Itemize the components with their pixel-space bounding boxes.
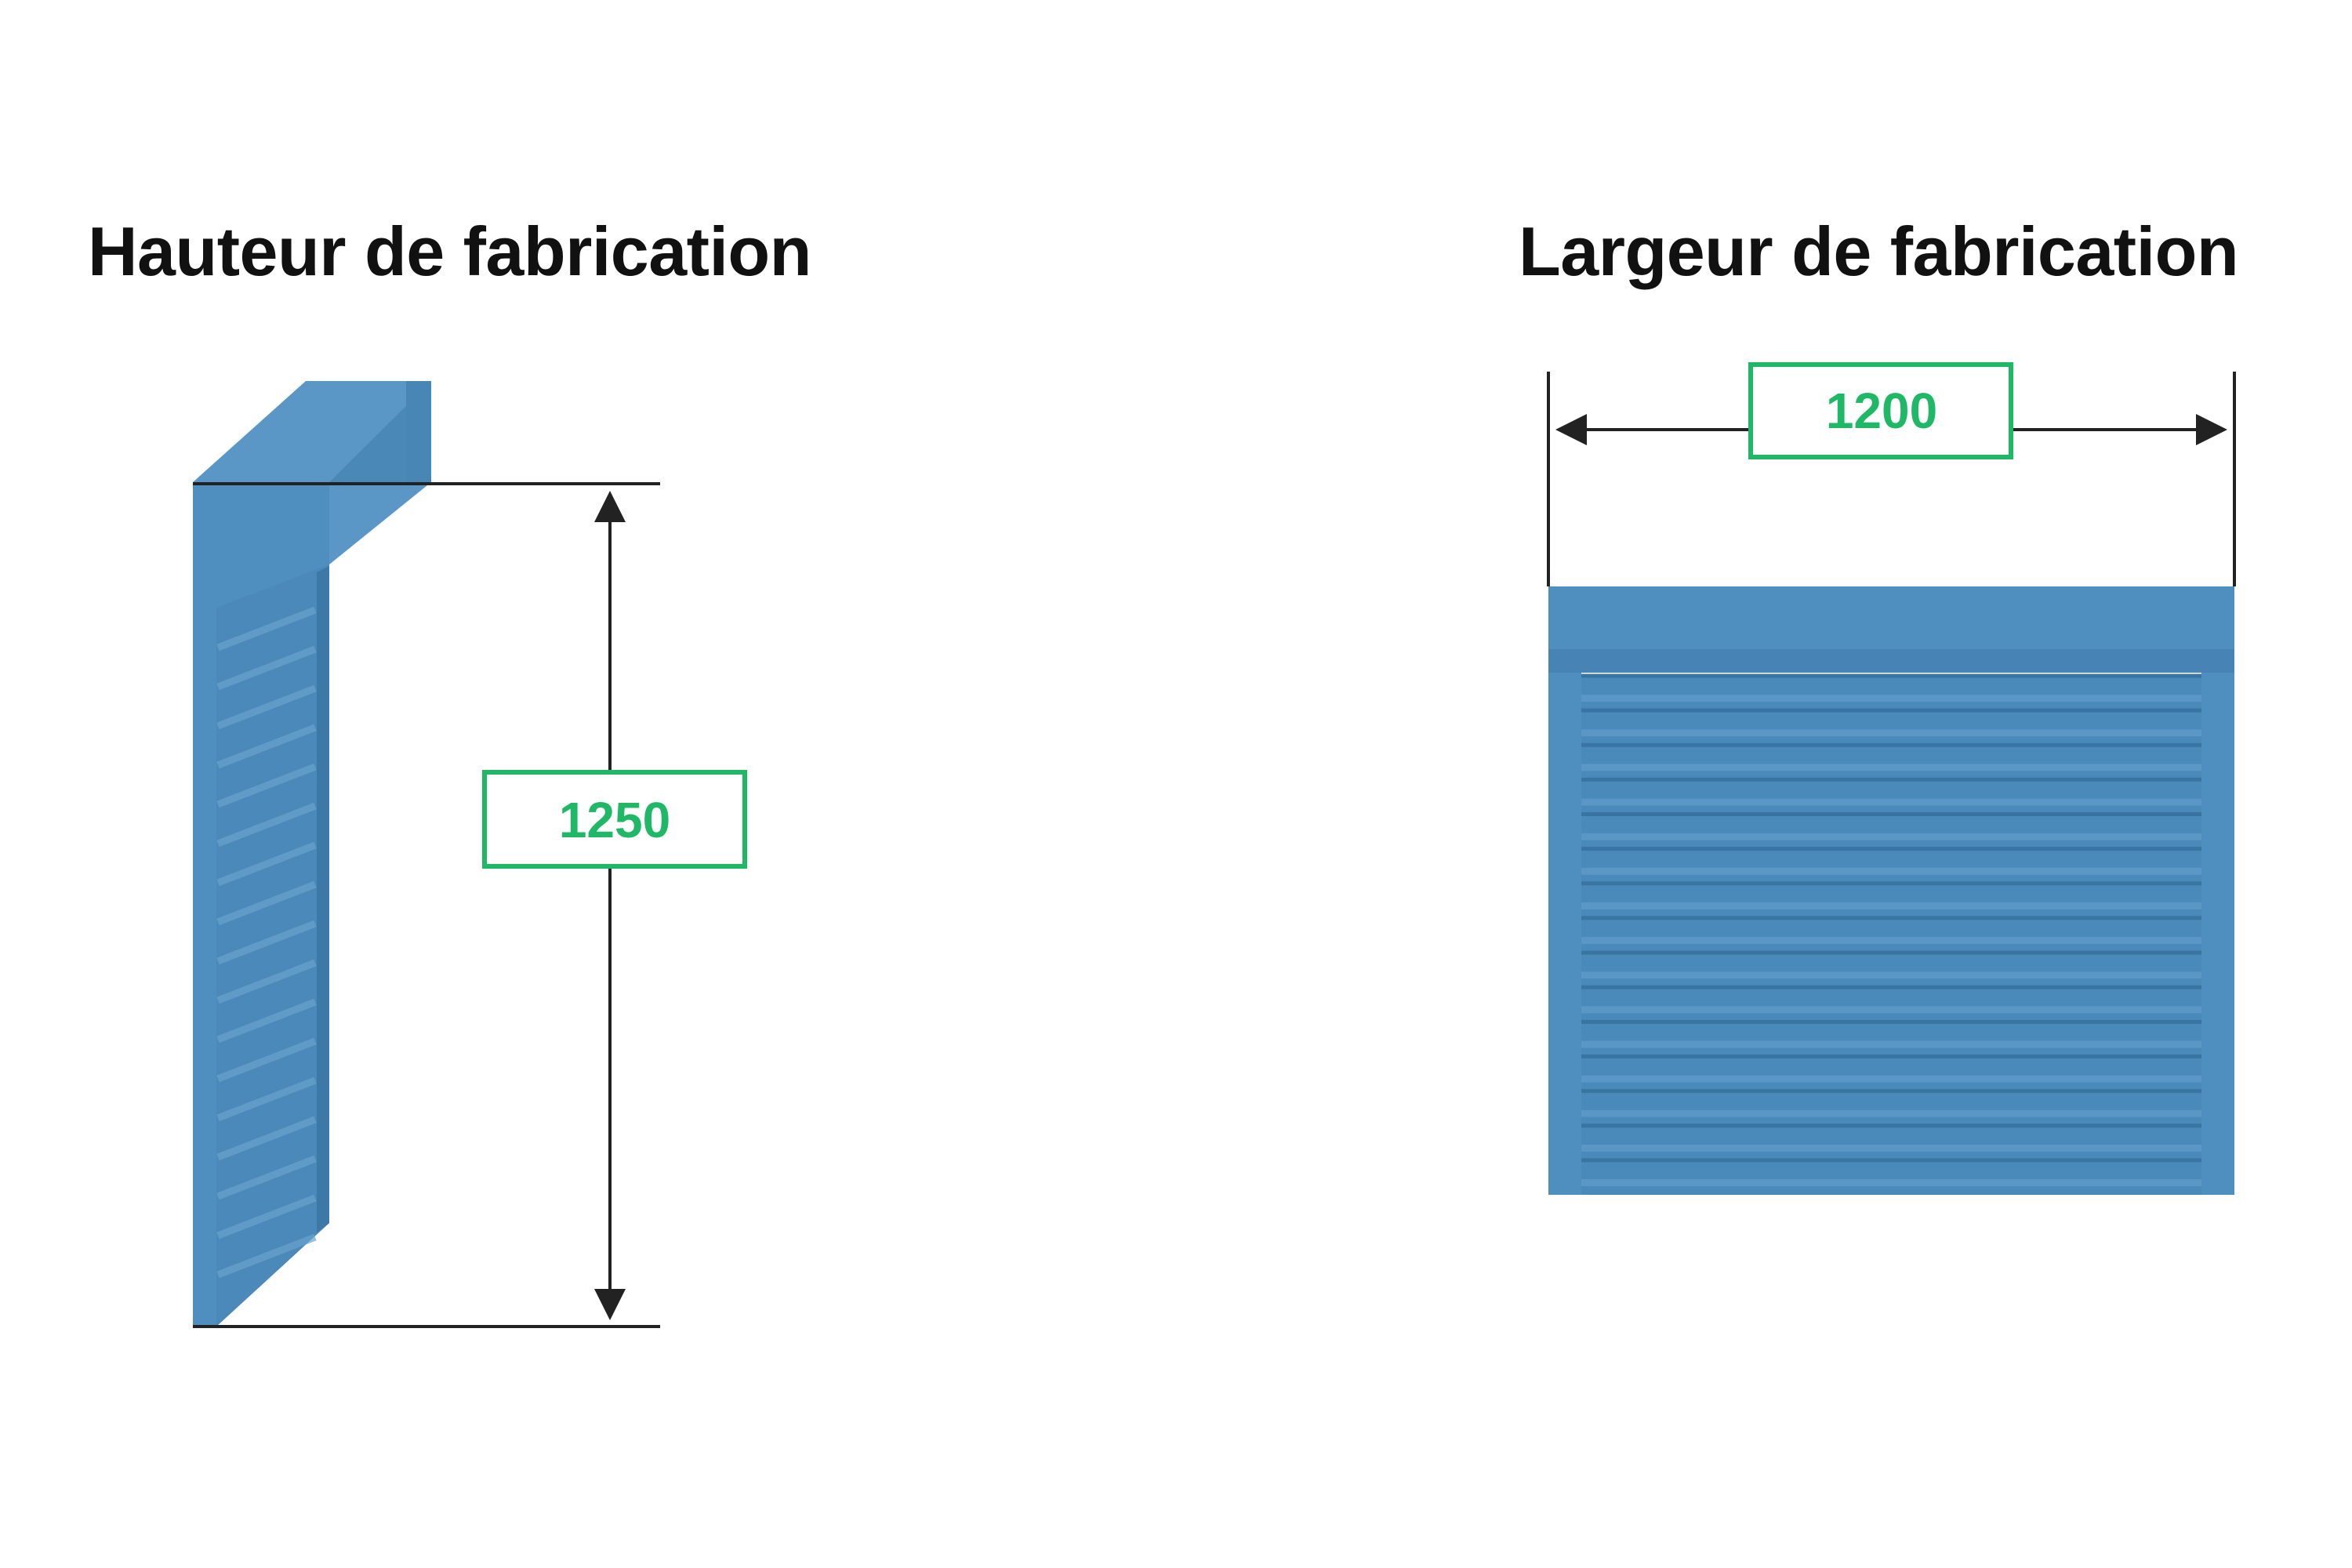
side-slat-line bbox=[216, 841, 317, 887]
height-dimension: 1250 bbox=[193, 482, 747, 1328]
box-underside bbox=[329, 482, 431, 564]
front-slat-highlight bbox=[1581, 1006, 2201, 1014]
right-rail bbox=[2201, 673, 2234, 1195]
side-slat-line bbox=[216, 724, 317, 769]
side-slat-line bbox=[216, 645, 317, 691]
box-side-face bbox=[329, 381, 431, 482]
front-box-shadow bbox=[1548, 649, 2234, 673]
height-label-box bbox=[482, 770, 747, 869]
front-slat-highlight bbox=[1581, 971, 2201, 979]
side-slat-line bbox=[216, 763, 317, 808]
side-slats bbox=[216, 606, 317, 1279]
front-slat-highlight bbox=[1581, 1109, 2201, 1117]
height-title: Hauteur de fabrication bbox=[88, 212, 811, 290]
side-slat-line bbox=[216, 880, 317, 926]
front-slat-highlight bbox=[1581, 833, 2201, 840]
width-label: 1200 bbox=[1826, 383, 1937, 439]
side-slat-line bbox=[216, 1233, 317, 1279]
front-slat-highlight bbox=[1581, 695, 2201, 702]
side-slat-line bbox=[216, 959, 317, 1004]
side-slat-line bbox=[216, 1155, 317, 1200]
side-slat-line bbox=[216, 1194, 317, 1240]
front-slat-highlight bbox=[1581, 729, 2201, 737]
width-label-box bbox=[1748, 362, 2013, 459]
side-slat-line bbox=[216, 802, 317, 848]
front-slat-highlight bbox=[1581, 764, 2201, 771]
side-slat-line bbox=[216, 1116, 317, 1161]
side-slat-line bbox=[216, 998, 317, 1044]
front-slat-highlight bbox=[1581, 1040, 2201, 1048]
front-slat-highlight bbox=[1581, 902, 2201, 909]
front-slats bbox=[1581, 673, 2201, 1186]
side-slat-line bbox=[216, 606, 317, 652]
front-curtain bbox=[1581, 676, 2201, 1195]
side-slat-line bbox=[216, 920, 317, 965]
front-slat-highlight bbox=[1581, 1179, 2201, 1186]
front-slat-highlight bbox=[1581, 1075, 2201, 1083]
width-title: Largeur de fabrication bbox=[1519, 212, 2239, 290]
box-front-face bbox=[193, 482, 329, 608]
front-slat-highlight bbox=[1581, 867, 2201, 875]
side-view-shutter bbox=[193, 381, 431, 1327]
front-slat-highlight bbox=[1581, 798, 2201, 806]
side-slat-line bbox=[216, 684, 317, 730]
curtain-front-edge bbox=[193, 608, 216, 1327]
curtain-rail bbox=[317, 566, 329, 1232]
left-rail bbox=[1548, 673, 1581, 1195]
front-slat-highlight bbox=[1581, 1145, 2201, 1152]
side-slat-line bbox=[216, 1037, 317, 1083]
box-right-cap bbox=[406, 381, 431, 482]
front-view-shutter bbox=[1548, 586, 2234, 1195]
side-slat-line bbox=[216, 1076, 317, 1122]
front-slat-highlight bbox=[1581, 937, 2201, 945]
width-dimension: 1200 bbox=[1547, 362, 2236, 586]
height-label: 1250 bbox=[559, 792, 670, 848]
